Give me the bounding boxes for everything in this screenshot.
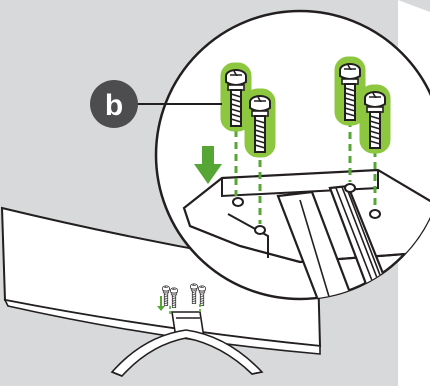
down-arrow-icon [194,146,222,184]
callout-label: b [105,89,123,122]
tv-stand-icon [0,206,322,377]
magnifier-circle-icon [154,9,430,301]
callout-badge: b [90,80,222,128]
